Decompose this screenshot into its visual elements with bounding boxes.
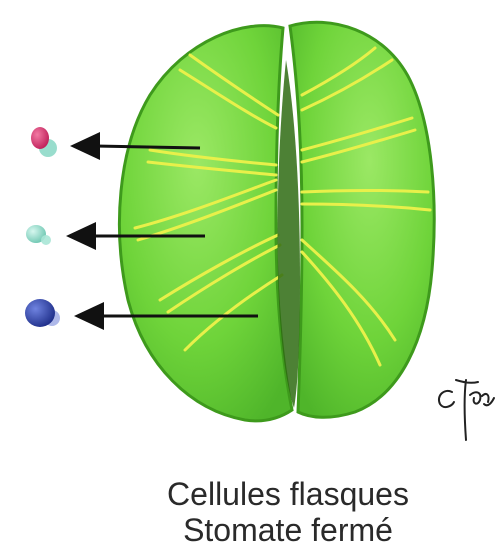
blue-molecule xyxy=(25,299,60,327)
teal-molecule xyxy=(26,225,51,245)
pink-molecule xyxy=(31,127,57,157)
closed-stoma-diagram xyxy=(0,0,500,460)
artist-signature xyxy=(439,380,494,440)
caption-line-2: Stomate fermé xyxy=(38,514,500,546)
right-guard-cell xyxy=(290,22,434,417)
left-guard-cell xyxy=(119,26,292,421)
caption-line-1: Cellules flasques xyxy=(38,478,500,510)
